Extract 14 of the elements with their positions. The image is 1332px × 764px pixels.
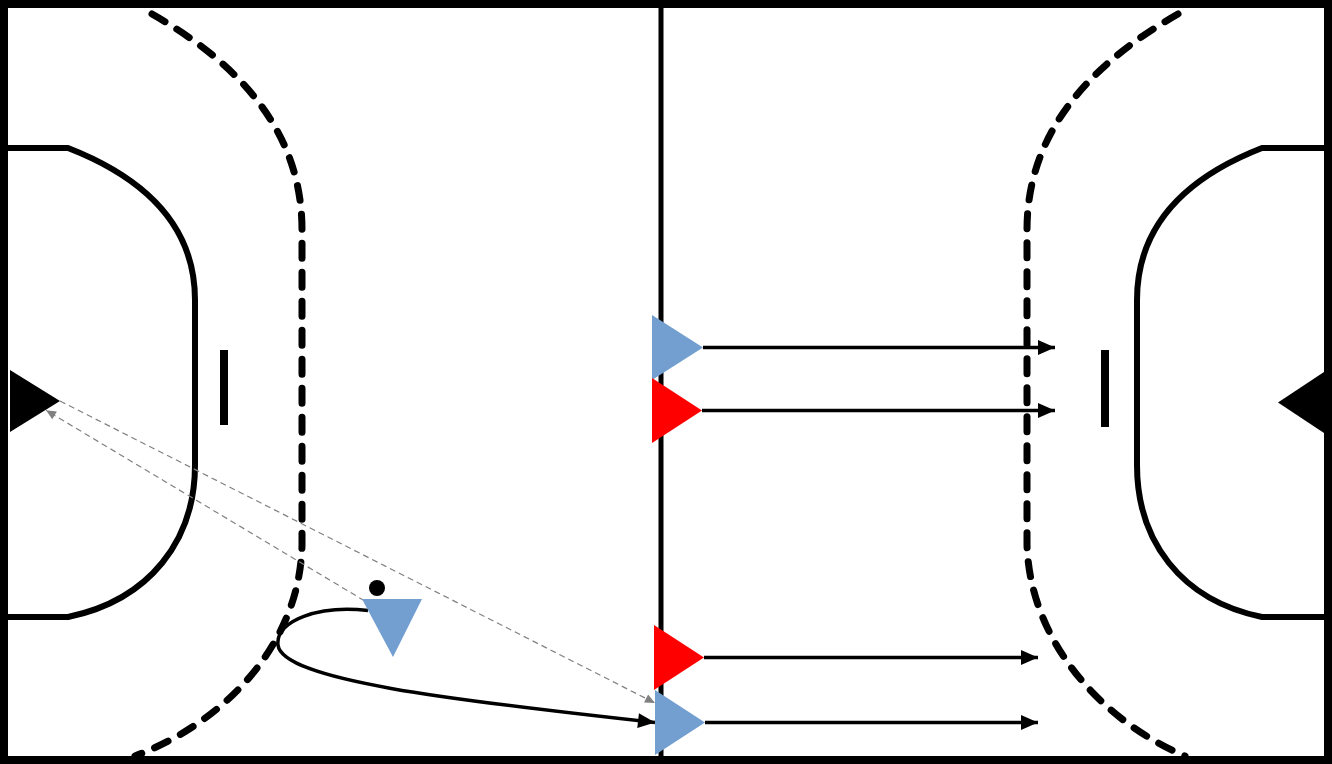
player-marker xyxy=(652,315,703,380)
pass-arrow xyxy=(45,409,365,602)
movement-arrow xyxy=(703,340,1055,355)
movement-arrow xyxy=(704,650,1038,665)
player-marker xyxy=(654,625,704,690)
goalkeeper-marker xyxy=(10,370,60,432)
movement-arrow xyxy=(705,715,1038,730)
movement-arrow xyxy=(702,403,1055,418)
player-marker xyxy=(655,690,705,755)
player-marker xyxy=(362,599,422,657)
player-marker xyxy=(652,378,702,443)
goalkeeper-marker xyxy=(1278,370,1327,435)
pass-arrow xyxy=(59,400,656,704)
movement-arrow xyxy=(276,607,656,729)
